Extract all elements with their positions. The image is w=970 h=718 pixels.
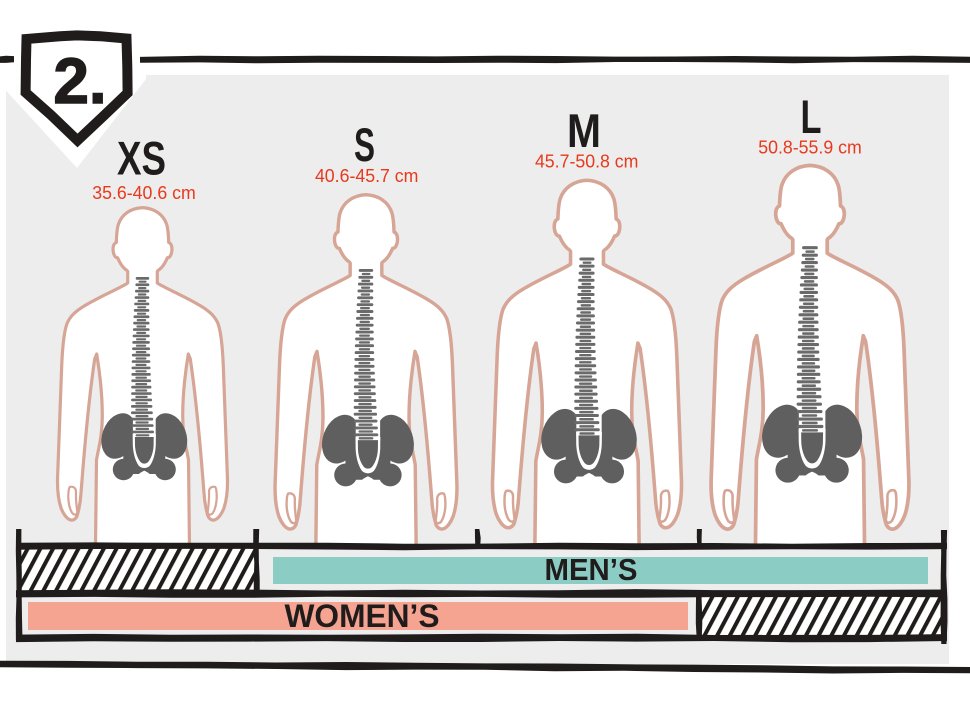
svg-text:50.8-55.9 cm: 50.8-55.9 cm bbox=[758, 138, 862, 158]
svg-text:XS: XS bbox=[117, 132, 166, 185]
svg-text:S: S bbox=[354, 118, 375, 171]
svg-text:MEN’S: MEN’S bbox=[545, 552, 638, 587]
svg-text:2.: 2. bbox=[53, 45, 106, 117]
svg-text:WOMEN’S: WOMEN’S bbox=[285, 598, 440, 634]
svg-text:L: L bbox=[801, 90, 822, 143]
svg-text:40.6-45.7 cm: 40.6-45.7 cm bbox=[315, 166, 419, 186]
svg-text:45.7-50.8 cm: 45.7-50.8 cm bbox=[535, 152, 639, 172]
svg-text:35.6-40.6 cm: 35.6-40.6 cm bbox=[92, 183, 196, 203]
svg-text:M: M bbox=[567, 104, 601, 157]
